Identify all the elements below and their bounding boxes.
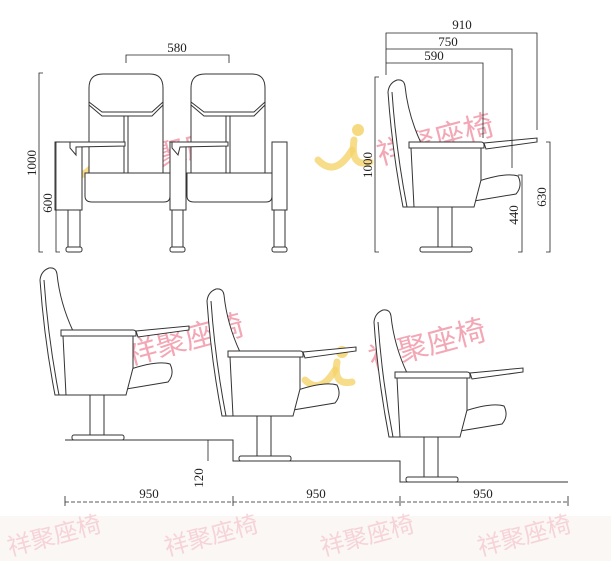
dim-step-height: 120 [191,468,206,488]
front-view: 580 1000 600 [24,40,288,253]
dim-depth-590: 590 [424,48,444,63]
dim-side-height: 1000 [360,152,375,178]
dim-front-height: 1000 [24,150,39,176]
dim-arm-height: 600 [40,193,55,213]
dim-row-spacing-1: 950 [139,486,159,501]
dim-seat-height: 440 [506,205,521,225]
dim-row-spacing-3: 950 [473,486,493,501]
dim-depth-910: 910 [452,17,472,32]
dim-depth-750: 750 [438,34,458,49]
dim-seat-spacing: 580 [167,40,187,55]
side-view: 910 750 590 1000 630 440 [360,17,551,253]
dim-row-spacing-2: 950 [306,486,326,501]
watermark-strip: 祥聚座椅 祥聚座椅 祥聚座椅 祥聚座椅 [0,510,611,561]
dim-tablet-height: 630 [534,187,549,207]
row-layout-view: 120 950 950 950 [39,267,569,506]
watermark-logo-side [314,124,374,171]
